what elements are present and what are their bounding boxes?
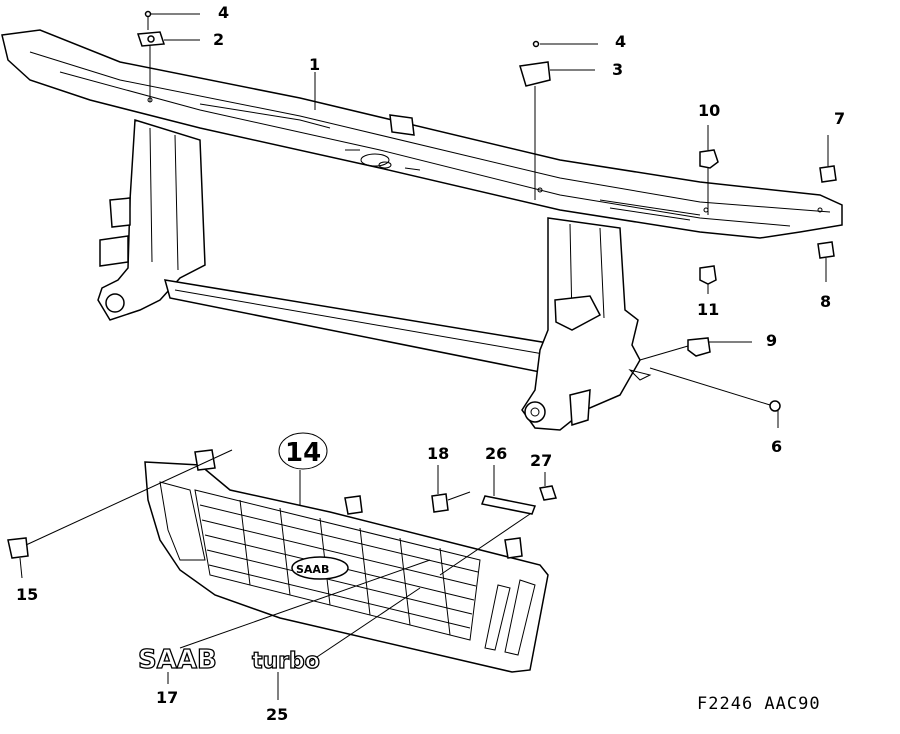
lower-cross-bar bbox=[163, 279, 582, 373]
screw-4-left bbox=[144, 10, 200, 30]
front-grille: SAAB bbox=[144, 449, 549, 673]
fastener-9 bbox=[639, 337, 752, 361]
left-support-bracket bbox=[97, 119, 206, 321]
callout-6: 6 bbox=[771, 437, 782, 456]
clip-2 bbox=[136, 31, 200, 102]
fastener-8 bbox=[817, 241, 835, 282]
fastener-11 bbox=[699, 265, 717, 294]
callout-4-right: 4 bbox=[615, 32, 626, 51]
front-cross-member bbox=[1, 29, 843, 239]
callout-3: 3 bbox=[612, 60, 623, 79]
bolt-6 bbox=[649, 367, 781, 428]
grille-emblem-icon: SAAB bbox=[296, 563, 329, 576]
callout-17: 17 bbox=[156, 688, 178, 707]
fastener-10 bbox=[699, 125, 719, 215]
clip-15 bbox=[7, 449, 233, 579]
clip-27 bbox=[439, 472, 557, 576]
fastener-7 bbox=[819, 135, 837, 183]
saab-badge: SAAB bbox=[137, 644, 217, 684]
callout-18: 18 bbox=[427, 444, 449, 463]
callout-25: 25 bbox=[266, 705, 288, 724]
callout-2: 2 bbox=[213, 30, 224, 49]
saab-badge-text: SAAB bbox=[138, 645, 217, 675]
bracket-26 bbox=[480, 465, 537, 515]
callout-26: 26 bbox=[485, 444, 507, 463]
clip-18 bbox=[431, 465, 471, 513]
callout-15: 15 bbox=[16, 585, 38, 604]
screw-4-right bbox=[532, 40, 598, 48]
callout-27: 27 bbox=[530, 451, 552, 470]
clip-3 bbox=[519, 61, 595, 200]
callout-8: 8 bbox=[820, 292, 831, 311]
right-support-bracket bbox=[521, 217, 652, 431]
drawing-code: F2246 AAC90 bbox=[697, 694, 821, 714]
turbo-badge-text: turbo bbox=[252, 649, 320, 674]
callout-14: 14 bbox=[285, 438, 321, 468]
callout-4-left: 4 bbox=[218, 3, 229, 22]
callout-1: 1 bbox=[309, 55, 320, 74]
callout-11: 11 bbox=[697, 300, 719, 319]
leader-25 bbox=[304, 587, 421, 666]
callout-10: 10 bbox=[698, 101, 720, 120]
callout-7: 7 bbox=[834, 109, 845, 128]
turbo-badge: turbo bbox=[251, 648, 321, 700]
leader-17 bbox=[179, 559, 431, 649]
callout-9: 9 bbox=[766, 331, 777, 350]
callout-14-circle bbox=[278, 432, 328, 470]
